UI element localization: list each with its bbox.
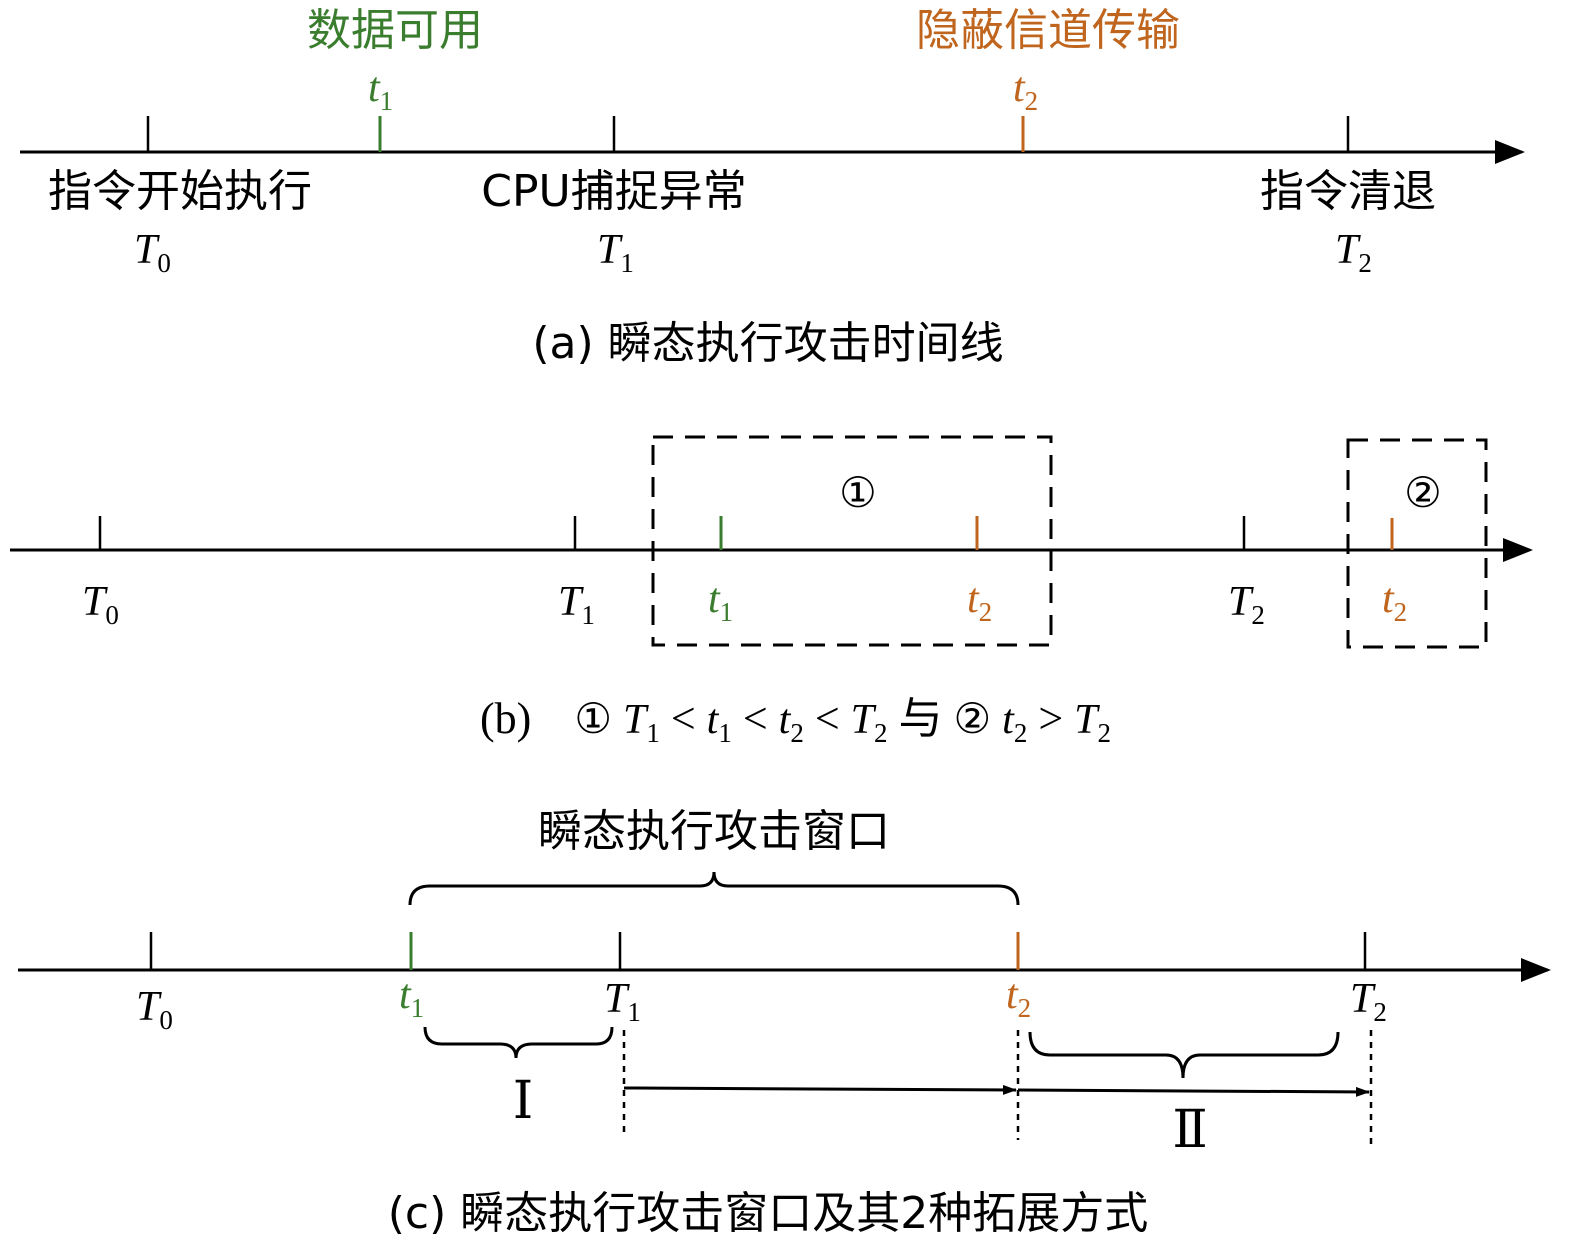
extension-2-brace: [1028, 1031, 1340, 1079]
T2-label-c: T2: [1350, 976, 1387, 1027]
extension-2-label: Ⅱ: [1172, 1102, 1207, 1159]
t2-late-label-b: t2: [1382, 576, 1407, 627]
instruction-retire-label: 指令清退: [1260, 166, 1436, 217]
T1-label-a: T1: [597, 227, 634, 278]
caption-b-prefix: (b): [480, 694, 553, 743]
attack-window-label: 瞬态执行攻击窗口: [538, 806, 890, 857]
caption-a: (a) 瞬态执行攻击时间线: [532, 318, 1003, 369]
attack-window-brace: [408, 871, 1020, 906]
t2-label-c: t2: [1006, 972, 1031, 1023]
caption-b: (b) ① T1 < t1 < t2 < T2 与 ② t2 > T2: [480, 693, 1111, 752]
case-2-marker: ②: [1404, 468, 1442, 517]
t1-label-b: t1: [708, 576, 733, 627]
extension-1-brace: [423, 1026, 614, 1059]
covert-channel-label: 隐蔽信道传输: [916, 5, 1180, 56]
T0-label-c: T0: [136, 984, 173, 1035]
panel-c: 瞬态执行攻击窗口 T0 t1 T1 t2 T2 Ⅰ Ⅱ (c) 瞬态执行攻击窗口…: [18, 806, 1551, 1239]
caption-b-cond1-marker: ①: [574, 694, 612, 743]
instruction-start-label: 指令开始执行: [48, 166, 312, 217]
T2-label-a: T2: [1335, 227, 1372, 278]
t1-label-a: t1: [368, 65, 393, 116]
case-1-marker: ①: [839, 468, 877, 517]
panel-b: ① ② T0 T1 t1 t2 T2 t2 (b) ① T1 < t1 < t2…: [10, 435, 1533, 752]
extension-1-label: Ⅰ: [513, 1073, 534, 1130]
t2-label-a: t2: [1013, 65, 1038, 116]
T1-label-c: T1: [604, 976, 641, 1027]
t2-label-b: t2: [967, 576, 992, 627]
data-available-label: 数据可用: [307, 5, 483, 56]
T1-label-b: T1: [558, 579, 595, 630]
caption-c: (c) 瞬态执行攻击窗口及其2种拓展方式: [388, 1188, 1149, 1239]
t1-label-c: t1: [399, 972, 424, 1023]
cpu-catch-exception-label: CPU捕捉异常: [481, 166, 746, 217]
case-1-box: [651, 435, 1053, 647]
extension-arrow-2: [1017, 1086, 1370, 1097]
panel-a: 数据可用 隐蔽信道传输 t1 t2 指令开始执行 CPU捕捉异常 指令清退 T0…: [20, 5, 1525, 369]
caption-b-cond2-marker: ②: [954, 694, 992, 743]
T2-label-b: T2: [1228, 579, 1265, 630]
T0-label-b: T0: [82, 579, 119, 630]
case-2-box: [1346, 438, 1488, 649]
T0-label-a: T0: [134, 227, 171, 278]
extension-arrow-1: [623, 1084, 1017, 1095]
